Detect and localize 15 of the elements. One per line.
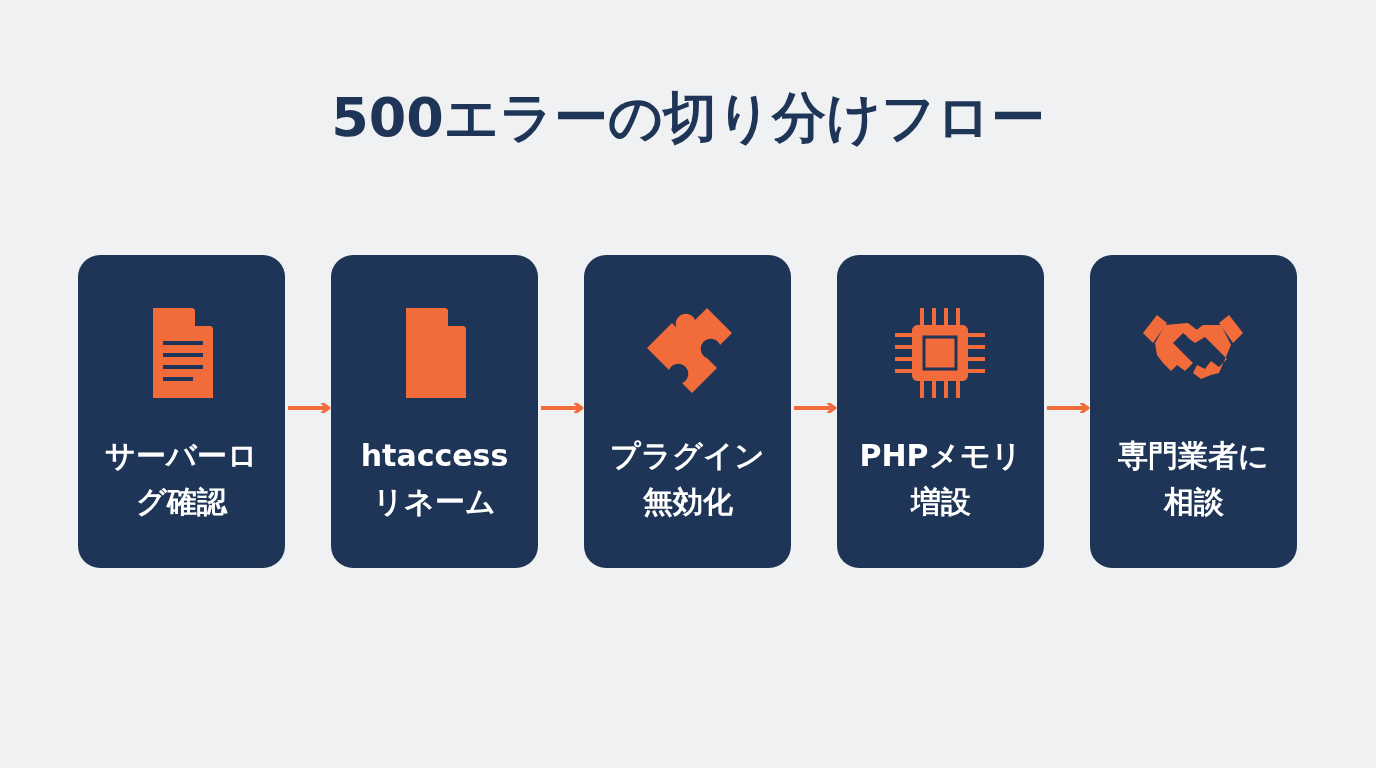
process-box <box>1090 255 1297 568</box>
step-label: プラグイン無効化 <box>609 437 766 521</box>
title: 500エラーの切り分けフロー <box>330 85 1046 151</box>
arrow <box>288 401 331 415</box>
step-label: PHPメモリ増設 <box>858 437 1023 521</box>
process-box <box>584 255 791 568</box>
step-label: htaccessリネーム <box>359 437 510 521</box>
step-label: サーバーログ確認 <box>104 437 259 521</box>
process-box <box>78 255 285 568</box>
step-label: 専門業者に相談 <box>1117 437 1270 521</box>
process-box <box>837 255 1044 568</box>
arrow <box>541 401 584 415</box>
arrow <box>1047 401 1090 415</box>
arrow <box>794 401 837 415</box>
process-box <box>331 255 538 568</box>
